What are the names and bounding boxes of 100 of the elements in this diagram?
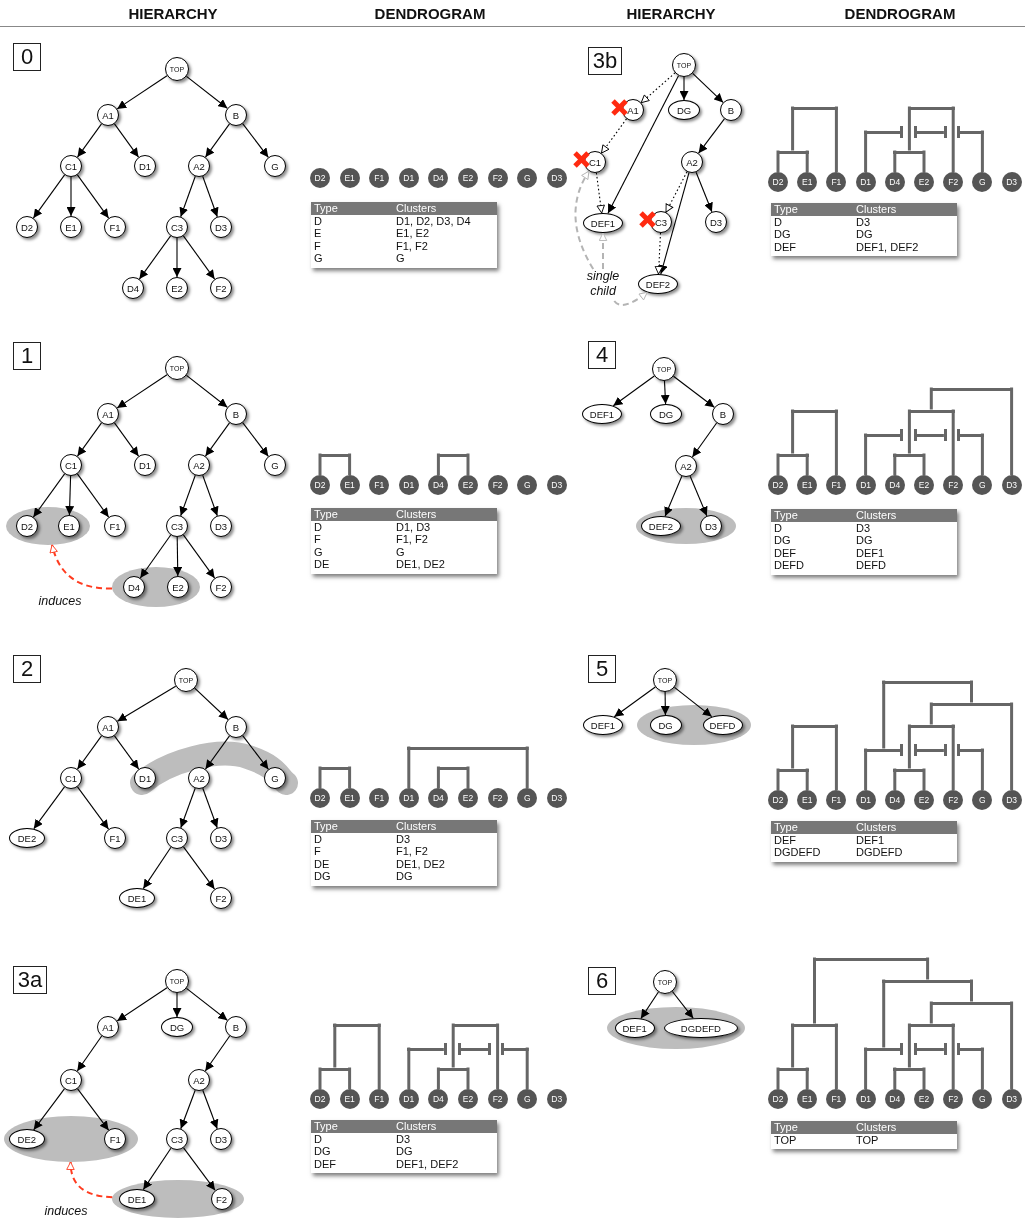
connector-line <box>805 1067 809 1089</box>
tree-node: D3 <box>210 1128 232 1150</box>
tree-node: DEF1 <box>614 1018 655 1038</box>
arrow <box>138 235 172 280</box>
leaf-node: G <box>972 475 993 495</box>
connector-line <box>813 957 816 1024</box>
connector-line <box>318 1067 322 1089</box>
tree-node: D2 <box>16 216 38 238</box>
connector-line <box>893 453 897 475</box>
table-text: DG <box>395 870 414 883</box>
connector-line <box>980 130 984 172</box>
arrow <box>691 422 718 458</box>
tree-node: F1 <box>104 1128 127 1150</box>
connector-line <box>893 150 897 172</box>
table-text: DG <box>773 228 792 241</box>
panel-number: 3a <box>13 966 47 994</box>
table-heading: Clusters <box>855 821 898 834</box>
connector-line <box>907 724 911 769</box>
table-text: D <box>773 521 783 534</box>
arrow <box>76 473 110 518</box>
arrow <box>116 987 168 1022</box>
tree-node: C1 <box>60 1069 82 1091</box>
leaf-node: F1 <box>826 790 847 810</box>
arrow <box>664 475 683 517</box>
leaf-node: D1 <box>398 475 419 495</box>
table-text: G <box>395 545 406 558</box>
connector-line <box>864 748 868 790</box>
connector-line <box>805 768 809 790</box>
leaf-node: D3 <box>1001 475 1022 495</box>
leaf-node: D1 <box>855 475 876 495</box>
arrow <box>172 237 182 278</box>
tree-node: A1 <box>97 716 119 738</box>
table-heading: Clusters <box>395 508 438 521</box>
tree-node: DE1 <box>119 888 155 908</box>
annotation-text: single child <box>577 269 629 301</box>
table-text: DEF <box>313 1157 337 1170</box>
tree-node: C3 <box>166 1128 188 1150</box>
leaf-node: D4 <box>884 790 905 810</box>
panel-number: 1 <box>13 342 41 370</box>
connector-line <box>377 1023 381 1089</box>
table-text: DG <box>395 1145 414 1158</box>
dendrogram-bar <box>407 746 529 750</box>
leaf-node: G <box>517 475 538 495</box>
arrow <box>32 174 66 219</box>
connector-line <box>882 680 886 749</box>
connector-line <box>864 433 868 475</box>
table-text: F <box>313 239 322 252</box>
leaf-node: D4 <box>884 1089 905 1109</box>
connector-line <box>907 409 911 454</box>
leaf-node: D3 <box>546 168 567 188</box>
connector-line <box>407 746 411 788</box>
arrow <box>182 235 216 280</box>
leaf-node: D2 <box>310 1089 330 1109</box>
panel-number: 2 <box>13 655 41 683</box>
leaf-node: E1 <box>339 168 360 188</box>
leaf-node: F1 <box>369 168 390 188</box>
leaf-node: F1 <box>826 172 847 192</box>
arrow <box>660 691 670 716</box>
connector-line <box>929 1001 933 1024</box>
connector-line <box>864 1047 868 1089</box>
arrow <box>142 1147 172 1191</box>
connector-line <box>407 1047 411 1089</box>
table-text: DEF <box>773 833 797 846</box>
arrow <box>65 475 75 516</box>
connector-line <box>776 768 780 790</box>
arrow <box>113 123 140 158</box>
leaf-node: D4 <box>428 1089 449 1109</box>
connector-line <box>951 409 955 475</box>
table-text: DE <box>313 558 331 571</box>
arrow <box>242 123 269 158</box>
leaf-node: D2 <box>768 475 788 495</box>
tree-node: DG <box>649 715 682 735</box>
tree-node: A1 <box>97 1016 119 1038</box>
edge-label: induces <box>42 1204 90 1218</box>
table-text: DGDEFD <box>855 846 904 859</box>
leaf-node: F2 <box>943 172 964 192</box>
tree-node: DG <box>650 404 682 424</box>
table-heading: Clusters <box>855 203 898 216</box>
connector-line <box>926 957 930 980</box>
leaf-node: D1 <box>855 1089 876 1109</box>
dashed-arrow <box>66 1161 114 1199</box>
leaf-node: F2 <box>487 168 508 188</box>
leaf-node: E2 <box>914 172 934 192</box>
arrow <box>172 992 182 1018</box>
arrow <box>660 380 670 405</box>
leaf-node: D4 <box>884 172 905 192</box>
connector-line <box>333 1023 337 1068</box>
dashed-arrow <box>600 118 628 154</box>
table-text: DEF1 <box>855 833 886 846</box>
connector-line <box>436 453 440 475</box>
table-text: D <box>773 215 783 228</box>
arrow <box>658 172 690 275</box>
table-heading: Type <box>313 1120 339 1133</box>
tree-node: F2 <box>210 576 232 598</box>
connector-line <box>466 453 470 475</box>
tree-node: F1 <box>104 827 126 849</box>
connector-line <box>1010 702 1014 790</box>
arrow <box>607 75 680 214</box>
connector-line <box>348 1067 352 1089</box>
leaf-node: D1 <box>398 168 419 188</box>
